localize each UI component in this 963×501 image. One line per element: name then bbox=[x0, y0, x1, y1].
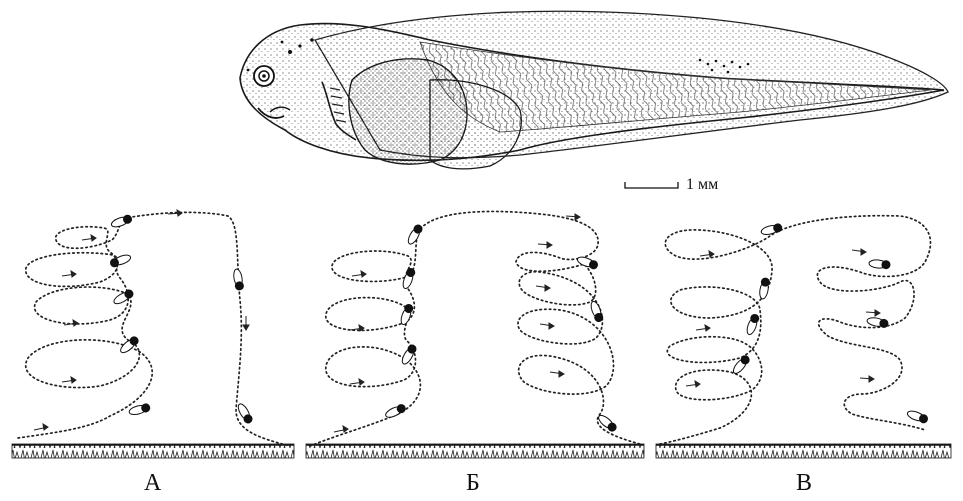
larva-illustration bbox=[240, 11, 948, 169]
ground-V bbox=[656, 444, 951, 458]
panel-label-a: А bbox=[144, 470, 161, 497]
path-A bbox=[18, 212, 290, 446]
panel-label-b: Б bbox=[466, 470, 480, 497]
ground-A bbox=[12, 444, 294, 458]
scale-bar bbox=[625, 182, 678, 188]
ground-B bbox=[306, 444, 644, 458]
panel-label-v: В bbox=[796, 470, 812, 497]
scale-bar-label: 1 мм bbox=[686, 176, 718, 194]
